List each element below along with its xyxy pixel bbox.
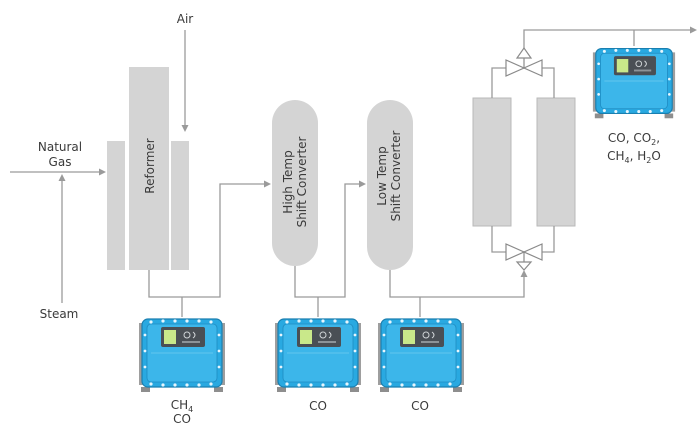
analyzer-high-temp-icon[interactable] xyxy=(274,318,362,393)
adsorber-left xyxy=(472,97,512,227)
bottom-valve xyxy=(505,243,543,271)
adsorber-right xyxy=(536,97,576,227)
analyzer-product-icon[interactable] xyxy=(592,47,676,119)
steam-label: Steam xyxy=(40,307,79,321)
high-temp-shift-converter xyxy=(272,100,318,266)
natural-gas-label-line2: Gas xyxy=(49,155,72,169)
low-temp-label-line2: Shift Converter xyxy=(389,131,403,222)
analyzer-reformer-gas-line2: CO xyxy=(173,412,191,426)
top-valve xyxy=(505,46,543,77)
analyzer-low-temp-gas: CO xyxy=(411,399,429,413)
high-temp-label-line2: Shift Converter xyxy=(295,137,309,228)
analyzer-reformer-gas-line1: CH4 xyxy=(171,398,194,414)
low-temp-label-line1: Low Temp xyxy=(375,146,389,205)
analyzer-high-temp-gas: CO xyxy=(309,399,327,413)
air-label: Air xyxy=(177,12,194,26)
reformer-unit xyxy=(107,67,189,270)
analyzer-product-gas-line1: CO, CO2, xyxy=(608,131,660,147)
analyzer-low-temp-icon[interactable] xyxy=(377,318,465,393)
reformer-label: Reformer xyxy=(143,138,157,194)
analyzer-reformer-icon[interactable] xyxy=(138,318,226,393)
analyzer-product-gas-line2: CH4, H2O xyxy=(607,149,661,165)
high-temp-label-line1: High Temp xyxy=(281,150,295,213)
low-temp-shift-converter xyxy=(367,100,413,270)
natural-gas-label-line1: Natural xyxy=(38,140,82,154)
